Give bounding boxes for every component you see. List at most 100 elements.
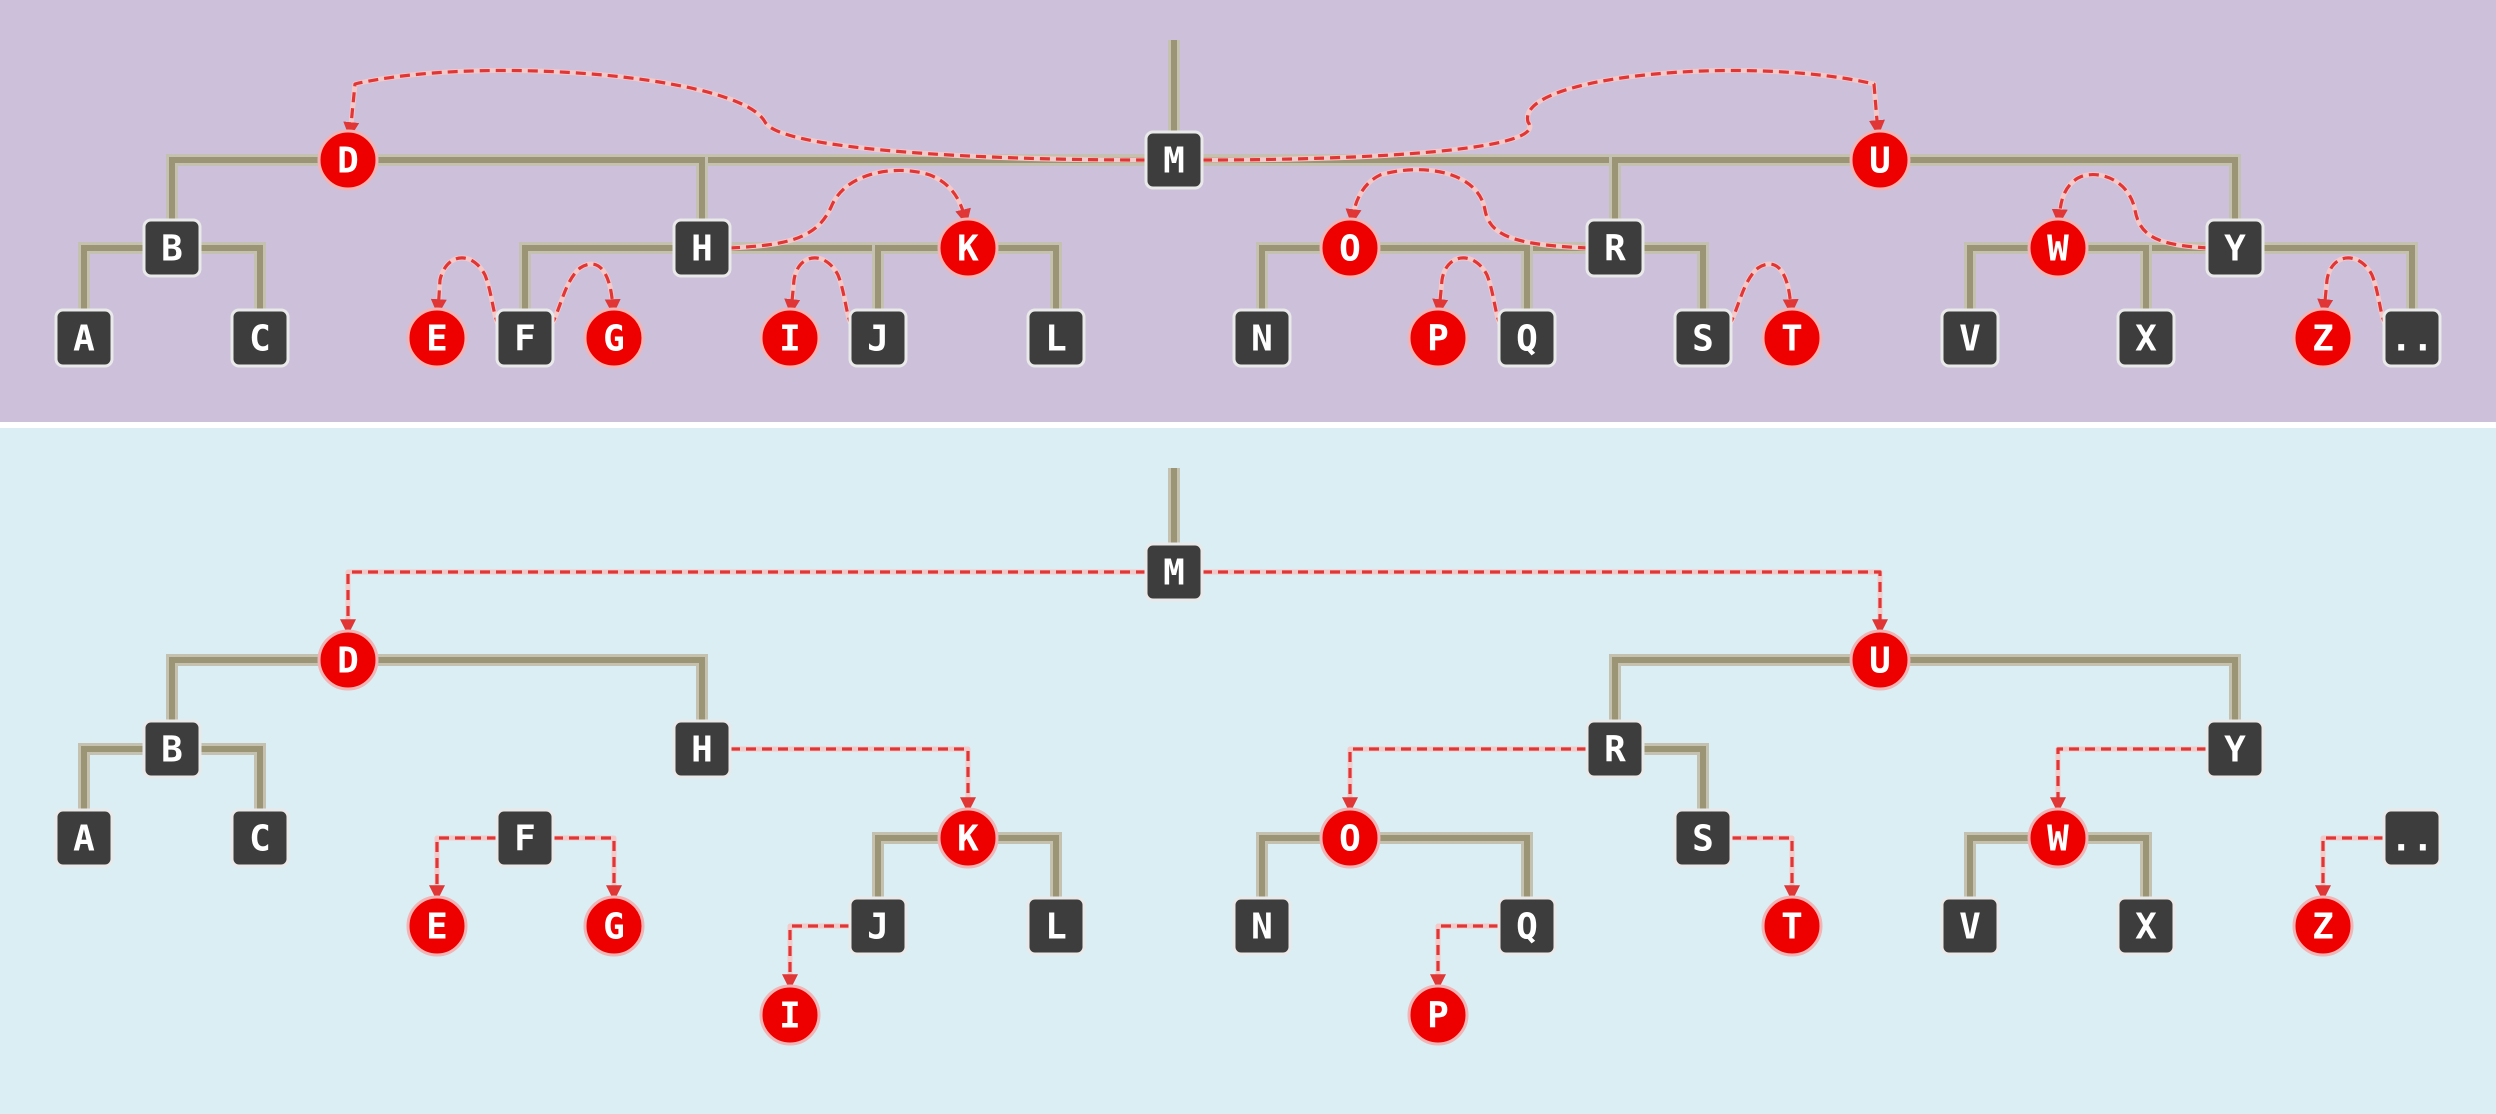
- node-top-o: O: [1319, 217, 1381, 279]
- black-node-shape: [1144, 542, 1204, 602]
- node-label: P: [1427, 319, 1449, 360]
- arrow-bottom-f-to-g: [553, 836, 622, 902]
- node-bottom-y: Y: [2205, 719, 2265, 779]
- node-label: T: [1781, 907, 1803, 948]
- black-node-shape: [848, 896, 908, 956]
- node-label: N: [1251, 907, 1273, 948]
- node-label: U: [1869, 641, 1891, 682]
- node-label: B: [161, 229, 183, 270]
- node-bottom-l: L: [1026, 896, 1086, 956]
- arrow-bottom-f-to-e: [429, 836, 497, 902]
- node-label: Z: [2312, 907, 2334, 948]
- red-node-shape: [937, 807, 999, 869]
- node-label: W: [2047, 229, 2069, 270]
- black-node-shape: [2205, 218, 2265, 278]
- red-node-shape: [759, 984, 821, 1046]
- red-node-shape: [937, 217, 999, 279]
- node-bottom-i: I: [759, 984, 821, 1046]
- node-top-g: G: [583, 307, 645, 369]
- node-label: A: [73, 319, 95, 360]
- node-bottom-q: Q: [1497, 896, 1557, 956]
- node-top-y: Y: [2205, 218, 2265, 278]
- node-bottom-dd: ..: [2382, 808, 2442, 868]
- node-label: F: [514, 819, 536, 860]
- black-node-shape: [1497, 308, 1557, 368]
- node-bottom-x: X: [2116, 896, 2176, 956]
- node-bottom-m: M: [1144, 542, 1204, 602]
- node-bottom-w: W: [2027, 807, 2089, 869]
- node-label: E: [426, 907, 448, 948]
- black-node-shape: [230, 308, 290, 368]
- node-top-x: X: [2116, 308, 2176, 368]
- node-label: R: [1604, 229, 1626, 270]
- node-top-l: L: [1026, 308, 1086, 368]
- node-label: S: [1692, 319, 1714, 360]
- black-node-shape: [2116, 308, 2176, 368]
- red-node-shape: [2027, 807, 2089, 869]
- node-bottom-k: K: [937, 807, 999, 869]
- node-bottom-d: D: [317, 629, 379, 691]
- node-label: T: [1781, 319, 1803, 360]
- node-label: W: [2047, 819, 2069, 860]
- node-top-u: U: [1849, 129, 1911, 191]
- node-label: K: [957, 819, 979, 860]
- black-node-shape: [1673, 808, 1733, 868]
- node-label: L: [1045, 319, 1067, 360]
- node-label: K: [957, 229, 979, 270]
- black-node-shape: [495, 308, 555, 368]
- arrow-bottom-s-to-t: [1731, 836, 1800, 902]
- red-node-shape: [583, 307, 645, 369]
- node-bottom-f: F: [495, 808, 555, 868]
- node-bottom-s: S: [1673, 808, 1733, 868]
- tree-edge-bottom-d-b: [169, 657, 348, 749]
- arrow-bottom-r-to-o: [1342, 747, 1587, 814]
- node-top-h: H: [672, 218, 732, 278]
- node-top-q: Q: [1497, 308, 1557, 368]
- node-label: L: [1045, 907, 1067, 948]
- node-label: E: [426, 319, 448, 360]
- dashed-arrows: [340, 67, 2400, 991]
- node-top-z: Z: [2292, 307, 2354, 369]
- red-node-shape: [583, 895, 645, 957]
- black-node-shape: [1585, 719, 1645, 779]
- node-top-j: J: [848, 308, 908, 368]
- node-label: D: [337, 141, 359, 182]
- black-node-shape: [1026, 308, 1086, 368]
- node-label: O: [1339, 229, 1361, 270]
- node-top-dd: ..: [2382, 308, 2442, 368]
- node-bottom-r: R: [1585, 719, 1645, 779]
- black-node-shape: [2382, 308, 2442, 368]
- node-label: H: [691, 229, 713, 270]
- black-node-shape: [1940, 308, 2000, 368]
- black-node-shape: [54, 308, 114, 368]
- node-label: B: [161, 730, 183, 771]
- red-node-shape: [1761, 307, 1823, 369]
- arrow-top-h-to-k: [729, 168, 971, 250]
- tree-edge-bottom-d-h: [348, 657, 705, 749]
- node-label: F: [514, 319, 536, 360]
- red-node-shape: [1761, 895, 1823, 957]
- node-label: R: [1604, 730, 1626, 771]
- node-label: Y: [2224, 229, 2246, 270]
- tree-edge-top-o-q: [1350, 245, 1530, 338]
- node-label: Y: [2224, 730, 2246, 771]
- black-node-shape: [1673, 308, 1733, 368]
- node-label: I: [779, 319, 801, 360]
- black-node-shape: [2205, 719, 2265, 779]
- node-label: D: [337, 641, 359, 682]
- black-node-shape: [1497, 896, 1557, 956]
- node-label: O: [1339, 819, 1361, 860]
- node-bottom-j: J: [848, 896, 908, 956]
- node-bottom-a: A: [54, 808, 114, 868]
- black-node-shape: [142, 218, 202, 278]
- node-top-v: V: [1940, 308, 2000, 368]
- node-label: ..: [2390, 819, 2433, 860]
- node-label: Q: [1516, 319, 1538, 360]
- node-bottom-p: P: [1407, 984, 1469, 1046]
- black-node-shape: [1144, 130, 1204, 190]
- node-bottom-n: N: [1232, 896, 1292, 956]
- node-top-w: W: [2027, 217, 2089, 279]
- bottom-panel: [0, 428, 2496, 1114]
